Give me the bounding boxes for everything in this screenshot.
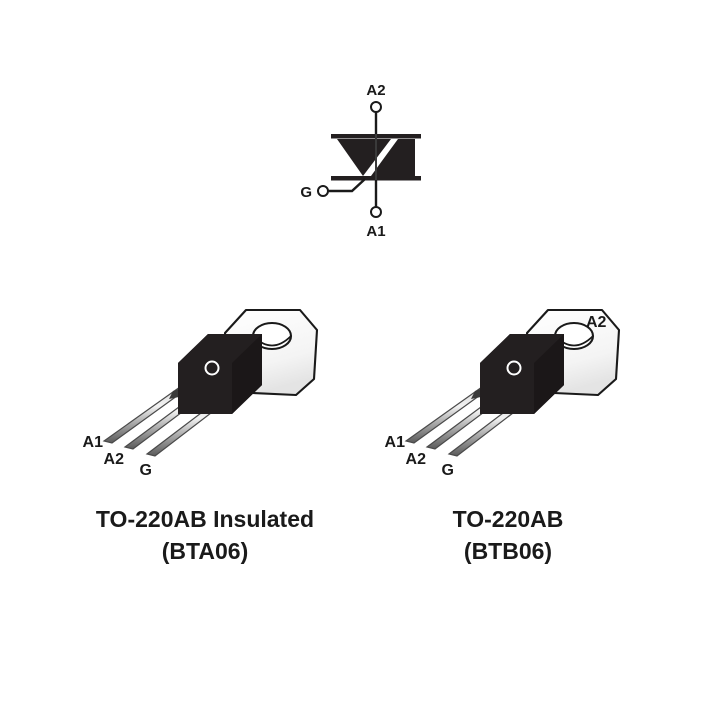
- symbol-terminal-label-a1: A1: [366, 223, 385, 240]
- body-right-face-shade: [232, 334, 262, 414]
- body-dimple-marking: [204, 360, 220, 376]
- symbol-terminal-node-g: [317, 185, 329, 197]
- symbol-terminal-node-a1: [370, 206, 382, 218]
- package-btb06-pin-label-g: G: [442, 462, 454, 479]
- package-btb06: A2 A1 A2 G TO-220AB (BTB06): [385, 308, 621, 564]
- symbol-terminal-node-a2: [370, 101, 382, 113]
- body-dimple-marking: [506, 360, 522, 376]
- package-bta06: A1 A2 G TO-220AB Insulated (BTA06): [83, 308, 319, 564]
- package-btb06-caption-line2: (BTB06): [464, 538, 552, 564]
- symbol-lead-gate: [328, 178, 366, 193]
- body-right-face-shade: [534, 334, 564, 414]
- triac-symbol: A2 A1 G: [300, 82, 421, 240]
- symbol-triangle-lower: [371, 139, 415, 176]
- package-bta06-pin-label-a2: A2: [104, 451, 125, 468]
- body-chamfer: [467, 363, 480, 382]
- package-bta06-caption-line1: TO-220AB Insulated: [96, 506, 314, 532]
- body-chamfer: [165, 363, 178, 382]
- package-btb06-tab-label-a2: A2: [586, 314, 607, 331]
- symbol-triangle-upper: [337, 139, 391, 176]
- package-bta06-pin-label-a1: A1: [83, 434, 104, 451]
- symbol-terminal-label-a2: A2: [366, 82, 385, 99]
- symbol-terminal-label-g: G: [300, 184, 312, 201]
- package-btb06-caption-line1: TO-220AB: [453, 506, 564, 532]
- package-btb06-body: [467, 334, 564, 414]
- package-bta06-caption-line2: (BTA06): [162, 538, 248, 564]
- package-btb06-pin-label-a2: A2: [406, 451, 427, 468]
- package-bta06-pin-label-g: G: [140, 462, 152, 479]
- package-btb06-pin-label-a1: A1: [385, 434, 406, 451]
- package-bta06-body: [165, 334, 262, 414]
